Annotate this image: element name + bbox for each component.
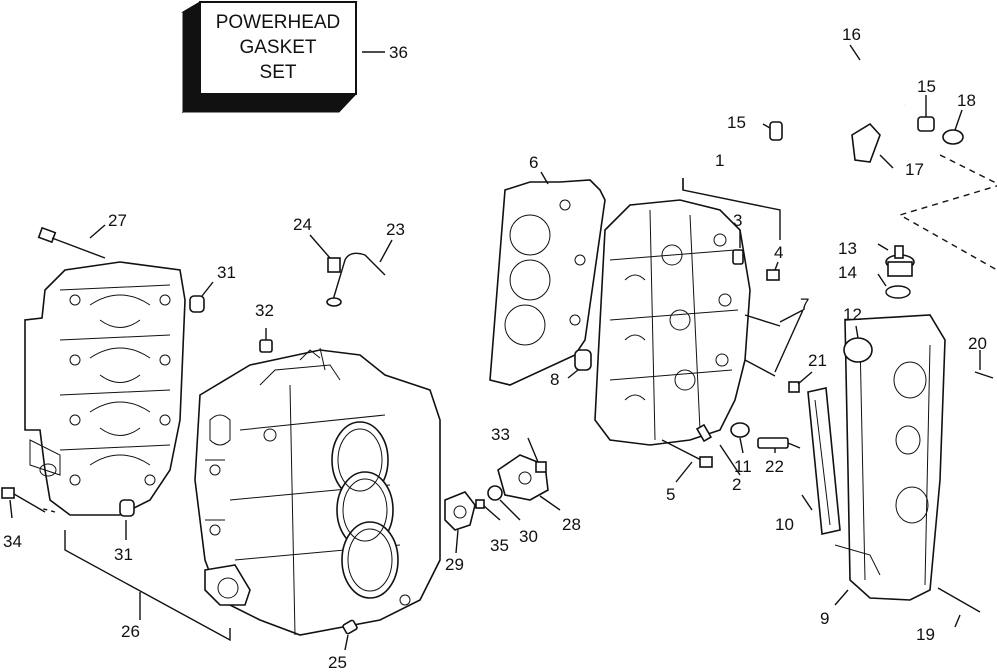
gasket-box-line-1: POWERHEAD [216,12,341,33]
callout-29: 29 [445,555,464,574]
callout-31-lower: 31 [114,545,133,564]
bolt-7a [744,314,781,327]
callout-12: 12 [843,305,862,324]
gasket-10 [807,387,841,535]
callout-18: 18 [957,91,976,110]
spark-plug-22 [757,437,801,449]
callout-1: 1 [715,151,724,170]
callout-26: 26 [121,622,140,641]
callout-8: 8 [550,370,559,389]
cover-9 [834,314,946,601]
callout-numbers: 1 2 3 4 5 6 7 8 9 10 11 12 13 14 15 15 1… [3,25,987,672]
callout-5: 5 [666,485,675,504]
callout-27: 27 [108,211,127,230]
fitting-15-left [769,121,783,141]
dowel-31-lower [119,499,135,517]
screw-33 [535,461,547,473]
callout-11: 11 [734,457,752,476]
gasket-box-line-3: SET [260,62,297,83]
bolt-7b [744,359,776,377]
clip-17 [851,122,881,163]
callout-32: 32 [255,301,274,320]
gasket-box-line-2: GASKET [239,37,316,58]
leader-lines [9,44,997,651]
dowel-31-upper [189,295,205,313]
callout-30: 30 [519,527,538,546]
fitting-24 [327,257,341,273]
bolt-27 [37,226,106,259]
part-12 [843,337,873,363]
cylinder-head [594,199,751,446]
bolt-19 [937,587,981,613]
dowel-8 [574,349,592,371]
screw-35 [475,499,485,509]
part-13 [885,245,915,277]
clamp-18 [942,129,964,145]
callout-20: 20 [968,334,987,353]
hose-16 [769,41,906,119]
cylinder-head-gasket [489,179,606,386]
gasket-29 [444,491,476,531]
plug-32 [259,339,273,353]
callout-28: 28 [562,515,581,534]
callout-36: 36 [389,43,408,62]
bolt-5-head [699,456,713,468]
cylinder-block [194,347,441,636]
callout-34: 34 [3,532,22,551]
callout-13: 13 [838,239,857,258]
tube-23 [332,252,386,301]
fitting-15-right [917,116,935,132]
callout-22: 22 [765,457,784,476]
callout-21: 21 [808,351,827,370]
screw-21 [788,381,800,393]
seal-30 [487,485,503,501]
callout-15-left: 15 [727,113,746,132]
screw-4 [766,269,780,281]
washer-23 [326,297,342,307]
callout-6: 6 [529,153,538,172]
crankcase-cover [24,261,186,516]
callout-9: 9 [820,609,829,628]
o-ring-14 [885,285,911,299]
callout-17: 17 [905,160,924,179]
callout-10: 10 [775,515,794,534]
bolt-34 [1,487,46,513]
callout-33: 33 [491,425,510,444]
callout-19: 19 [916,625,935,644]
part-3 [732,249,744,265]
callout-15-right: 15 [917,77,936,96]
powerhead-gasket-set-box: POWERHEAD GASKET SET 36 [181,1,408,114]
screw-20 [974,371,994,379]
callout-24: 24 [293,215,312,234]
callout-4: 4 [774,243,783,262]
callout-23: 23 [386,220,405,239]
callout-16: 16 [842,25,861,44]
washer-11 [730,422,750,438]
callout-3: 3 [733,211,742,230]
callout-7: 7 [800,295,809,314]
callout-35: 35 [490,536,509,555]
callout-2: 2 [732,475,741,494]
callout-14: 14 [838,263,857,282]
stud-2 [695,423,713,443]
plug-25 [342,619,358,635]
callout-31-upper: 31 [217,263,236,282]
callout-25: 25 [328,653,347,672]
bolt-5 [661,439,706,463]
